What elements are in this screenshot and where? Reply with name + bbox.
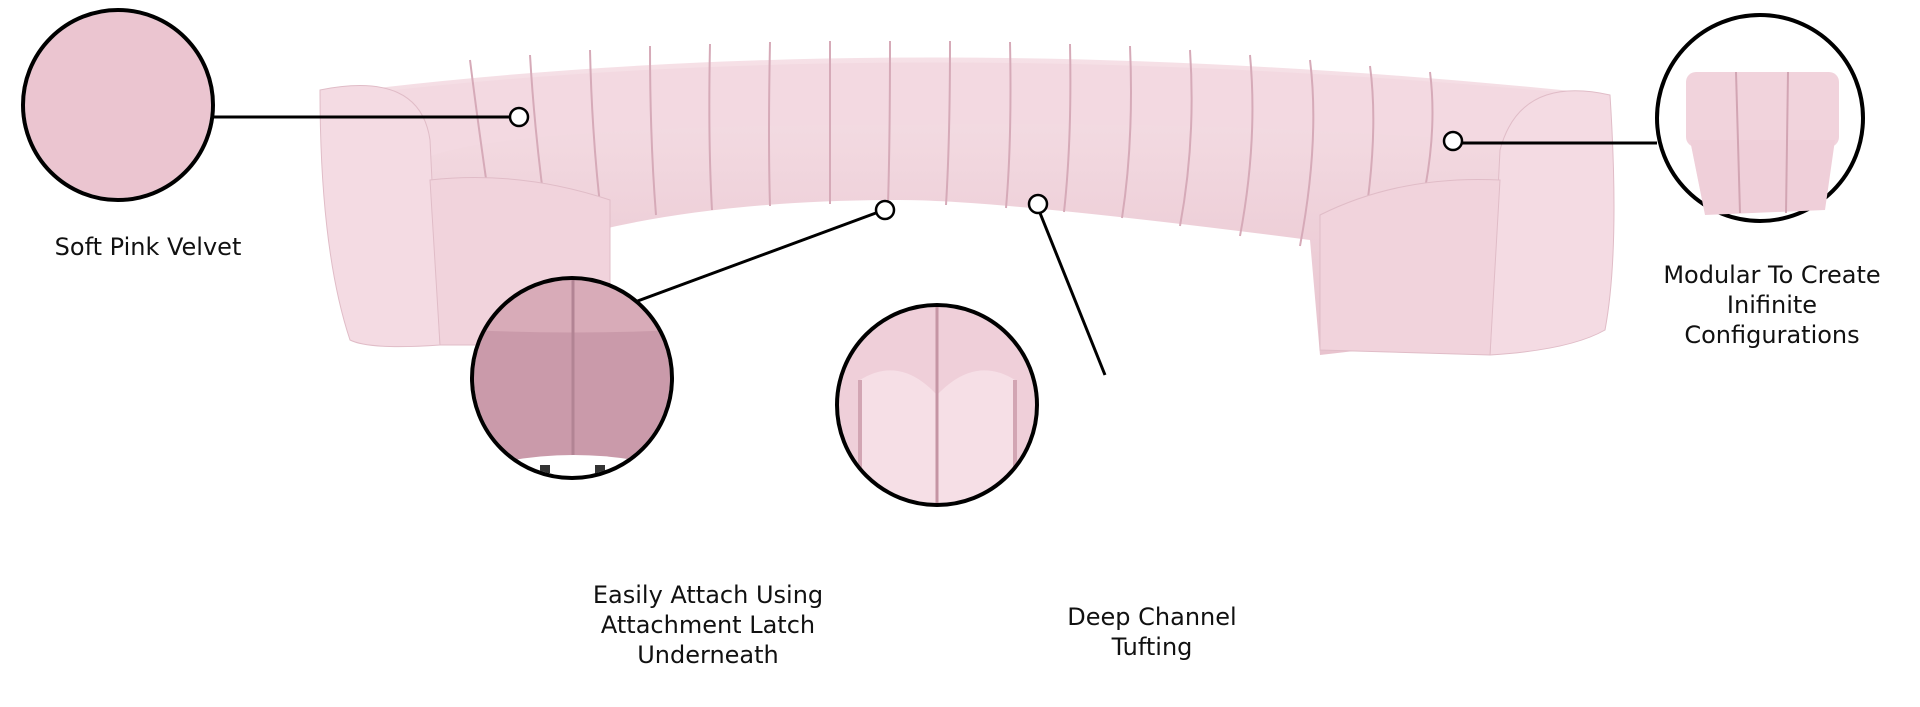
callout-dot xyxy=(508,106,530,128)
label-soft-pink-velvet: Soft Pink Velvet xyxy=(54,233,242,261)
callout-attachment-latch xyxy=(470,199,896,480)
callout-modular xyxy=(1442,13,1865,223)
callout-deep-channel xyxy=(835,193,1107,507)
callout-dot xyxy=(1027,193,1049,215)
callout-soft-pink-velvet xyxy=(21,8,530,202)
callout-dot xyxy=(1442,130,1464,152)
callout-dot xyxy=(874,199,896,221)
single-module-chair xyxy=(1686,71,1839,215)
